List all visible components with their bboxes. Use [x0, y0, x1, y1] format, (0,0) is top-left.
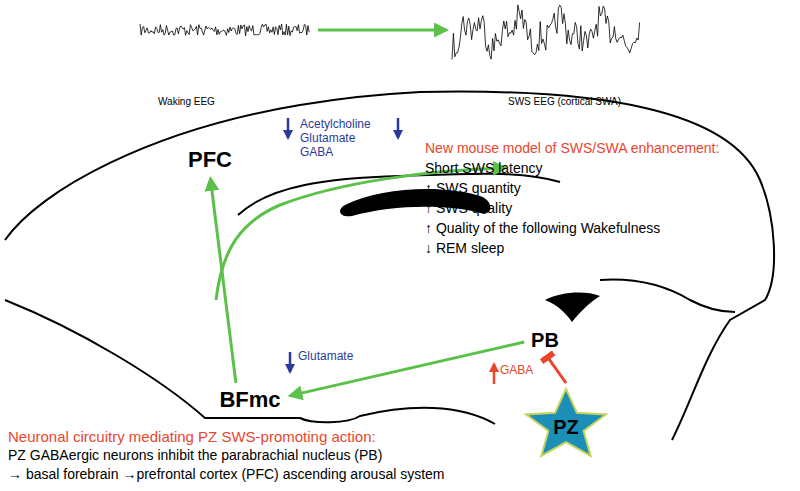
finding-item: ↑ SWS quantity: [425, 180, 521, 196]
region-label: BFmc: [215, 385, 284, 415]
region-label: PB: [527, 327, 563, 354]
inhibition-line: [547, 356, 566, 383]
finding-item: ↑ Quality of the following Wakefulness: [425, 220, 660, 236]
waking-eeg-trace: [140, 24, 309, 36]
node-text: PZ: [553, 416, 579, 439]
trace-caption: Waking EEG: [158, 96, 215, 108]
finding-item: ↑ SWS quality: [425, 200, 512, 216]
section-heading: Neuronal circuitry mediating PZ SWS-prom…: [8, 428, 376, 445]
projection-arrow: [210, 179, 235, 383]
node-text: BFmc: [219, 387, 280, 413]
transmitter-list: Acetylcholine Glutamate GABA: [300, 118, 371, 159]
transmitter-label: GABA: [500, 364, 533, 378]
fourth-ventricle: [545, 293, 600, 322]
section-heading: New mouse model of SWS/SWA enhancement:: [425, 140, 719, 156]
decrease-arrow: [397, 118, 400, 138]
decrease-arrow: [289, 352, 292, 372]
trace-caption: SWS EEG (cortical SWA): [508, 96, 621, 108]
node-text: PB: [531, 329, 559, 352]
nucleus-star: PZ: [524, 383, 608, 461]
pons-line: [600, 280, 735, 312]
eeg-traces: [140, 5, 640, 60]
eeg-arrow: [318, 29, 446, 32]
brain-outline: [5, 92, 774, 440]
finding-item: Short SWS latency: [425, 160, 543, 176]
region-label: PFC: [184, 145, 236, 175]
note-line: PZ GABAergic neurons inhibit the parabra…: [8, 447, 382, 463]
finding-item: ↓ REM sleep: [425, 240, 504, 256]
transmitter-label: Glutamate: [298, 350, 353, 364]
note-line: → basal forebrain →prefrontal cortex (PF…: [8, 466, 445, 482]
decrease-arrow: [287, 118, 290, 138]
sws-eeg-trace: [452, 5, 640, 60]
increase-arrow: [493, 364, 496, 384]
brain-ventral-outline: [5, 300, 495, 424]
projection-arrow: [290, 342, 524, 396]
node-text: PFC: [188, 147, 232, 173]
